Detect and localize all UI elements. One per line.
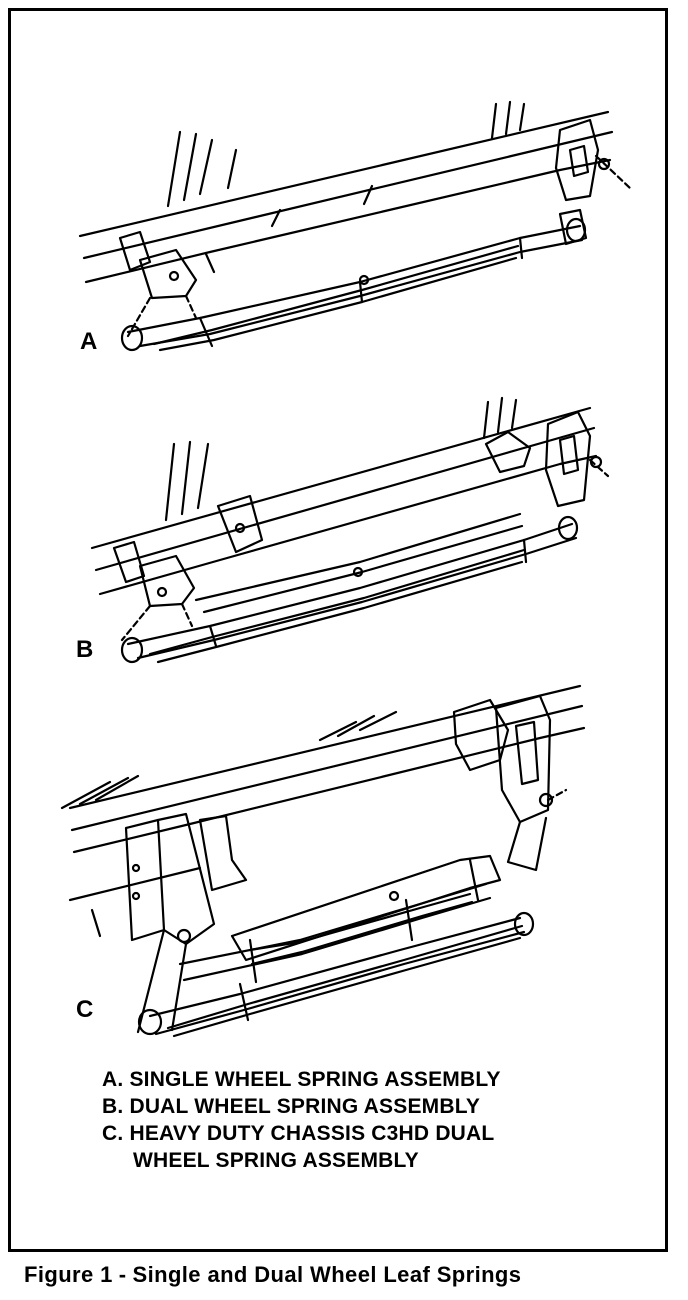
dual-wheel-spring-drawing: [90, 396, 610, 664]
legend-key: C.: [102, 1122, 124, 1145]
figure-number: Figure 1: [24, 1262, 113, 1287]
legend-item-b: B. DUAL WHEEL SPRING ASSEMBLY: [102, 1093, 501, 1120]
figure-legend: A. SINGLE WHEEL SPRING ASSEMBLY B. DUAL …: [102, 1066, 501, 1174]
legend-item-c: C. HEAVY DUTY CHASSIS C3HD DUAL: [102, 1120, 501, 1147]
heavy-duty-dual-wheel-spring-drawing: [60, 684, 586, 1038]
legend-text: DUAL WHEEL SPRING ASSEMBLY: [129, 1095, 481, 1118]
panel-label-b: B: [76, 636, 94, 663]
figure-frame: [8, 8, 668, 1252]
legend-item-c-continued: WHEEL SPRING ASSEMBLY: [133, 1149, 419, 1172]
single-wheel-spring-drawing: [78, 100, 632, 352]
legend-item-a: A. SINGLE WHEEL SPRING ASSEMBLY: [102, 1066, 501, 1093]
panel-label-a: A: [80, 328, 98, 355]
panel-label-c: C: [76, 996, 94, 1023]
legend-text: SINGLE WHEEL SPRING ASSEMBLY: [129, 1068, 501, 1091]
figure-caption: Figure 1-Single and Dual Wheel Leaf Spri…: [24, 1262, 521, 1288]
figure-title: Single and Dual Wheel Leaf Springs: [132, 1262, 522, 1287]
caption-separator: -: [118, 1262, 127, 1287]
legend-key: A.: [102, 1068, 124, 1091]
legend-key: B.: [102, 1095, 124, 1118]
legend-text: HEAVY DUTY CHASSIS C3HD DUAL: [129, 1122, 495, 1145]
